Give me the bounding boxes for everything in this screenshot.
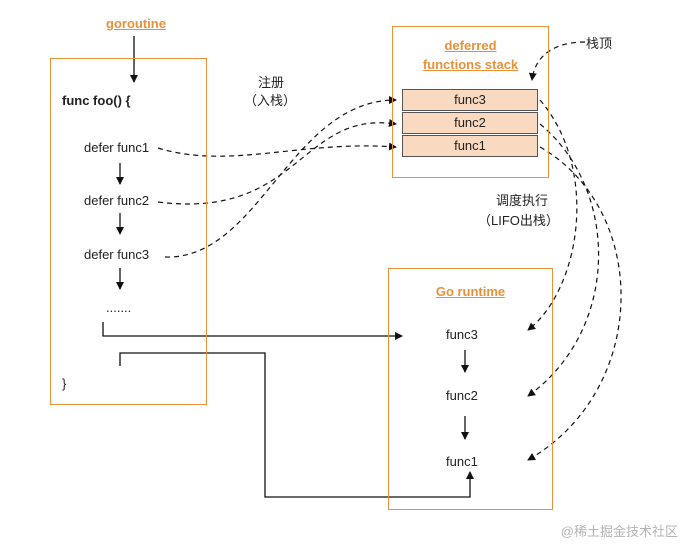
- schedule-arrow-func3: [527, 99, 578, 331]
- schedule-arrow-func2: [527, 123, 600, 397]
- return-flow-line-1: [102, 322, 403, 340]
- defer-func2: defer func2: [84, 193, 150, 208]
- ellipsis: .......: [106, 300, 132, 315]
- deferred-stack-box: [392, 26, 549, 178]
- register-label-2: （入栈）: [244, 93, 297, 108]
- foo-function-box: [50, 58, 207, 405]
- runtime-item-func3: func3: [446, 327, 478, 342]
- runtime-item-func1: func1: [446, 454, 478, 469]
- go-runtime-box: [388, 268, 553, 510]
- register-label-1: 注册: [258, 75, 285, 90]
- schedule-label-1: 调度执行: [496, 193, 549, 208]
- register-arrow-func1: [157, 142, 397, 157]
- defer-func1: defer func1: [84, 140, 150, 155]
- stack-item-func3: func3: [402, 89, 538, 111]
- watermark: @稀土掘金技术社区: [560, 524, 678, 539]
- schedule-label-2: （LIFO出栈）: [478, 213, 559, 228]
- stack-title-2: functions stack: [422, 57, 519, 72]
- foo-header: func foo() {: [62, 93, 131, 108]
- defer-func3: defer func3: [84, 247, 150, 262]
- stack-item-func2: func2: [402, 112, 538, 134]
- goroutine-label: goroutine: [106, 16, 166, 31]
- return-flow-line-2: [119, 352, 474, 498]
- schedule-arrow-func1: [527, 146, 622, 461]
- stack-title-1: deferred: [444, 38, 497, 53]
- stack-item-func1: func1: [402, 135, 538, 157]
- runtime-title: Go runtime: [435, 284, 506, 299]
- stack-top-label: 栈顶: [586, 36, 613, 51]
- runtime-item-func2: func2: [446, 388, 478, 403]
- foo-closing-brace: }: [62, 376, 67, 391]
